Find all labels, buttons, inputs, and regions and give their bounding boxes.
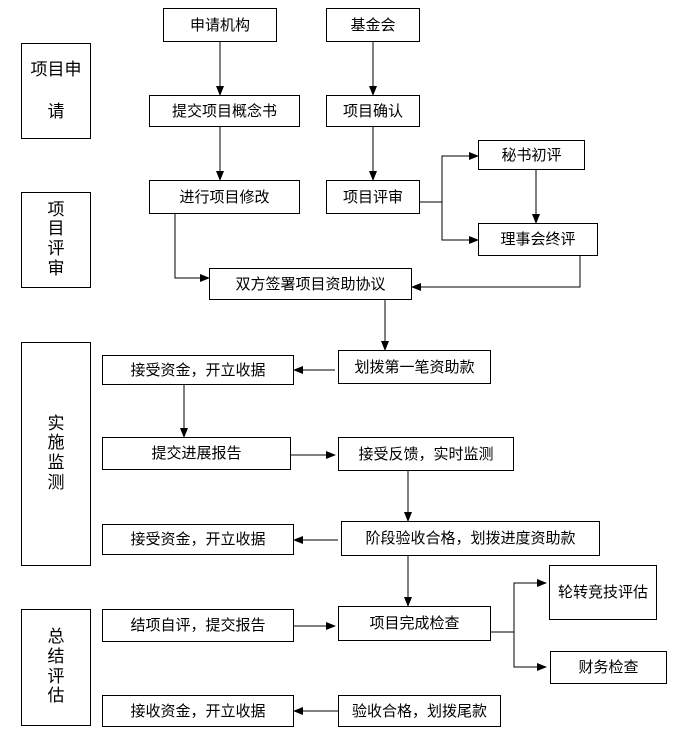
arrow-completion-to-financial — [513, 632, 547, 671]
node-confirm-project-label: 项目确认 — [342, 101, 403, 120]
node-final-payment-label: 验收合格，划拨尾款 — [351, 701, 487, 720]
node-completion-check: 项目完成检查 — [338, 606, 491, 641]
phase-implementation-monitoring: 实施监测 — [21, 342, 91, 566]
node-submit-proposal: 提交项目概念书 — [149, 95, 300, 127]
node-secretary-review: 秘书初评 — [478, 140, 585, 170]
node-revise-project-label: 进行项目修改 — [179, 187, 270, 206]
node-project-review: 项目评审 — [326, 180, 420, 214]
node-financial-check-label: 财务检查 — [578, 658, 639, 677]
node-rotation-eval-label: 轮转竞技评估 — [557, 583, 648, 602]
node-financial-check: 财务检查 — [550, 651, 667, 684]
node-progress-report-label: 提交进展报告 — [151, 444, 242, 463]
node-sign-agreement-label: 双方签署项目资助协议 — [235, 274, 386, 293]
node-foundation: 基金会 — [326, 8, 420, 42]
arrow-revise-to-sign — [174, 214, 210, 282]
phase-summary-evaluation-label: 总结评估 — [47, 627, 65, 707]
node-feedback-monitor-label: 接受反馈，实时监测 — [358, 444, 494, 463]
node-submit-proposal-label: 提交项目概念书 — [171, 101, 277, 120]
phase-summary-evaluation: 总结评估 — [21, 609, 91, 726]
node-receive-funds-1: 接受资金，开立收据 — [102, 355, 294, 385]
node-first-grant: 划拨第一笔资助款 — [338, 350, 491, 384]
node-self-eval-label: 结项自评，提交报告 — [130, 616, 266, 635]
arrow-completion-to-rotation — [491, 579, 547, 633]
phase-project-review: 项目评审 — [21, 192, 91, 288]
node-revise-project: 进行项目修改 — [149, 180, 300, 214]
arrow-review-to-board — [441, 202, 479, 244]
node-self-eval: 结项自评，提交报告 — [102, 609, 294, 642]
phase-project-review-label: 项目评审 — [47, 199, 65, 279]
node-receive-funds-1-label: 接受资金，开立收据 — [130, 360, 266, 379]
node-receive-funds-3: 接收资金，开立收据 — [102, 695, 294, 727]
phase-implementation-monitoring-label: 实施监测 — [47, 413, 65, 493]
arrow-board-to-sign — [411, 256, 581, 291]
node-stage-acceptance: 阶段验收合格，划拨进度资助款 — [341, 521, 600, 556]
phase-project-application: 项目申请 — [21, 43, 91, 139]
node-stage-acceptance-label: 阶段验收合格，划拨进度资助款 — [365, 529, 576, 548]
node-rotation-eval: 轮转竞技评估 — [549, 565, 657, 620]
phase-project-application-label: 项目申请 — [30, 60, 82, 122]
node-foundation-label: 基金会 — [350, 15, 396, 34]
node-feedback-monitor: 接受反馈，实时监测 — [338, 437, 514, 471]
node-applicant-label: 申请机构 — [189, 15, 250, 34]
arrow-review-to-secretary — [420, 152, 479, 203]
node-receive-funds-3-label: 接收资金，开立收据 — [130, 701, 266, 720]
node-applicant: 申请机构 — [163, 8, 277, 42]
node-receive-funds-2-label: 接受资金，开立收据 — [130, 530, 266, 549]
node-progress-report: 提交进展报告 — [102, 437, 291, 470]
node-completion-check-label: 项目完成检查 — [369, 614, 460, 633]
node-sign-agreement: 双方签署项目资助协议 — [209, 268, 412, 300]
node-receive-funds-2: 接受资金，开立收据 — [102, 524, 294, 555]
node-secretary-review-label: 秘书初评 — [501, 145, 562, 164]
node-board-review-label: 理事会终评 — [500, 230, 576, 249]
node-project-review-label: 项目评审 — [342, 187, 403, 206]
node-confirm-project: 项目确认 — [326, 95, 420, 127]
node-first-grant-label: 划拨第一笔资助款 — [354, 357, 475, 376]
node-final-payment: 验收合格，划拨尾款 — [338, 695, 501, 727]
node-board-review: 理事会终评 — [478, 223, 598, 256]
